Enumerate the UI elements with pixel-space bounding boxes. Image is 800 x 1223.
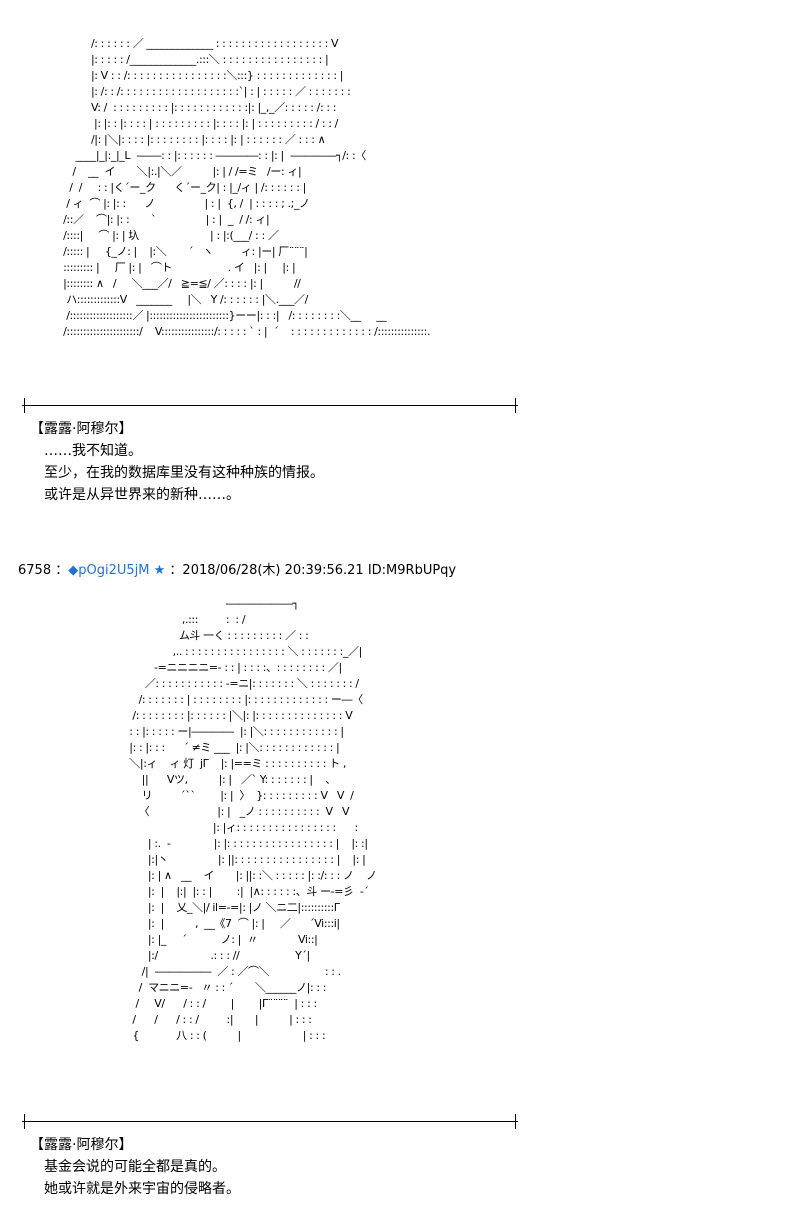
dialogue-line: 至少，在我的数据库里没有这种种族的情报。 <box>44 465 324 481</box>
post-separator: ： <box>55 563 69 578</box>
trip-code[interactable]: ◆pOgi2U5jM <box>68 563 150 578</box>
dialogue-line: 或许是从异世界来的新种……。 <box>44 487 240 503</box>
post-id[interactable]: ID:M9RbUPqy <box>367 563 457 578</box>
star-icon: ★ <box>153 563 166 578</box>
ascii-art-2: -――――――┐ ,.::: : : / ム斗 一く : : : : : : :… <box>129 597 377 1042</box>
dialogue-line: 基金会说的可能全都是真的。 <box>44 1159 226 1175</box>
divider-2 <box>22 1114 518 1129</box>
dialogue-2: 【露露·阿穆尔】 基金会说的可能全都是真的。 她或许就是外来宇宙的侵略者。 <box>30 1134 240 1200</box>
speaker-name: 【露露·阿穆尔】 <box>30 421 133 437</box>
speaker-name: 【露露·阿穆尔】 <box>30 1137 133 1153</box>
dialogue-line: ……我不知道。 <box>44 443 142 459</box>
post-number: 6758 <box>18 563 52 578</box>
post-header: 6758 ：◆pOgi2U5jM ★ ：2018/06/28(木) 20:39:… <box>18 561 456 581</box>
post-date: ：2018/06/28(木) 20:39:56.21 <box>169 563 364 578</box>
divider-1 <box>22 398 518 413</box>
dialogue-1: 【露露·阿穆尔】 ……我不知道。 至少，在我的数据库里没有这种种族的情报。 或许… <box>30 418 324 506</box>
dialogue-line: 她或许就是外来宇宙的侵略者。 <box>44 1181 240 1197</box>
ascii-art-1: /: : : : : : ／ _____________ : : : : : :… <box>63 37 431 338</box>
